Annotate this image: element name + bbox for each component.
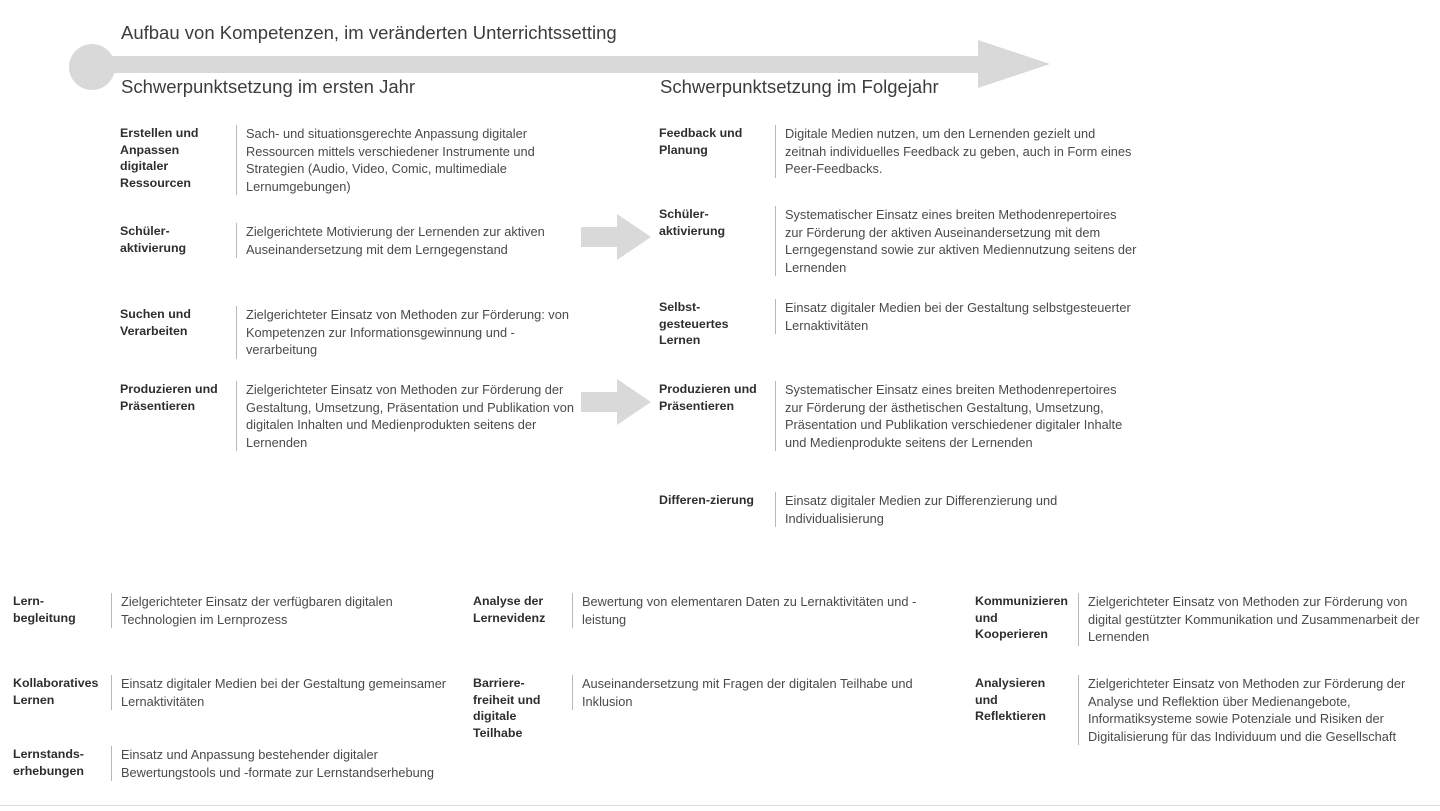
competence-description: Zielgerichtete Motivierung der Lernenden… (236, 223, 581, 259)
competence-label: Feedback und Planung (659, 126, 743, 157)
competence-label: Analysieren und Reflektieren (975, 676, 1046, 724)
competence-description: Systematischer Einsatz eines breiten Met… (775, 381, 1137, 452)
competence-row: Analyse der Lernevidenz Bewertung von el… (473, 593, 942, 629)
competence-description: Systematischer Einsatz eines breiten Met… (775, 206, 1137, 277)
competence-description: Einsatz digitaler Medien bei der Gestalt… (111, 675, 461, 711)
banner-title: Aufbau von Kompetenzen, im veränderten U… (121, 22, 617, 43)
competence-description: Zielgerichteter Einsatz von Methoden zur… (1078, 675, 1433, 746)
competence-label: Produzieren und Präsentieren (120, 382, 218, 413)
competence-description: Zielgerichteter Einsatz von Methoden zur… (236, 381, 581, 452)
competence-label: Schüler-aktivierung (120, 224, 187, 255)
competence-label: Kollaboratives Lernen (13, 676, 99, 707)
competence-row: Produzieren und Präsentieren Systematisc… (659, 381, 1137, 452)
competence-label: Suchen und Verarbeiten (120, 307, 191, 338)
competence-label: Kommunizieren und Kooperieren (975, 594, 1068, 642)
competence-row: Produzieren und Präsentieren Zielgericht… (120, 381, 581, 452)
competence-label: Barriere-freiheit und digitale Teilhabe (473, 676, 541, 740)
competence-description: Zielgerichteter Einsatz der verfügbaren … (111, 593, 461, 629)
competence-description: Auseinandersetzung mit Fragen der digita… (572, 675, 942, 711)
competence-row: Schüler-aktivierung Zielgerichtete Motiv… (120, 223, 581, 259)
connector-arrow-schueleraktivierung-icon (581, 214, 651, 260)
competence-description: Zielgerichteter Einsatz von Methoden zur… (236, 306, 581, 359)
competence-description: Bewertung von elementaren Daten zu Lerna… (572, 593, 942, 629)
competence-label: Lern-begleitung (13, 594, 76, 625)
competence-description: Sach- und situationsgerechte Anpassung d… (236, 125, 581, 196)
competence-row: Barriere-freiheit und digitale Teilhabe … (473, 675, 942, 741)
competence-description: Zielgerichteter Einsatz von Methoden zur… (1078, 593, 1433, 646)
phase-title-first-year: Schwerpunktsetzung im ersten Jahr (121, 76, 416, 97)
competence-row: Schüler-aktivierung Systematischer Einsa… (659, 206, 1137, 277)
competence-label: Differen-zierung (659, 493, 754, 507)
competence-row: Lernstands-erhebungen Einsatz und Anpass… (13, 746, 461, 782)
connector-arrow-shaft-icon (581, 392, 619, 412)
connector-arrow-head-icon (617, 379, 651, 425)
connector-arrow-head-icon (617, 214, 651, 260)
competence-label: Selbst-gesteuertes Lernen (659, 300, 729, 348)
competence-row: Analysieren und Reflektieren Zielgericht… (975, 675, 1433, 746)
competence-label: Produzieren und Präsentieren (659, 382, 757, 413)
timeline-arrow-shaft-icon (105, 56, 980, 73)
competence-label: Schüler-aktivierung (659, 207, 726, 238)
competence-row: Differen-zierung Einsatz digitaler Medie… (659, 492, 1137, 528)
competence-row: Kommunizieren und Kooperieren Zielgerich… (975, 593, 1433, 646)
competence-description: Einsatz digitaler Medien zur Differenzie… (775, 492, 1137, 528)
competence-label: Lernstands-erhebungen (13, 747, 84, 778)
competence-row: Selbst-gesteuertes Lernen Einsatz digita… (659, 299, 1137, 349)
competence-label: Erstellen und Anpassen digitaler Ressour… (120, 126, 199, 190)
competence-row: Lern-begleitung Zielgerichteter Einsatz … (13, 593, 461, 629)
competence-description: Digitale Medien nutzen, um den Lernenden… (775, 125, 1137, 178)
bottom-divider (0, 805, 1440, 806)
phase-title-following-year: Schwerpunktsetzung im Folgejahr (660, 76, 939, 97)
competence-row: Kollaboratives Lernen Einsatz digitaler … (13, 675, 461, 711)
competence-row: Feedback und Planung Digitale Medien nut… (659, 125, 1137, 178)
competence-row: Erstellen und Anpassen digitaler Ressour… (120, 125, 581, 196)
competence-description: Einsatz und Anpassung bestehender digita… (111, 746, 461, 782)
connector-arrow-produzieren-icon (581, 379, 651, 425)
competence-description: Einsatz digitaler Medien bei der Gestalt… (775, 299, 1137, 335)
connector-arrow-shaft-icon (581, 227, 619, 247)
competence-label: Analyse der Lernevidenz (473, 594, 546, 625)
timeline-arrow-head-icon (978, 40, 1050, 88)
competence-row: Suchen und Verarbeiten Zielgerichteter E… (120, 306, 581, 359)
phase-banner: Aufbau von Kompetenzen, im veränderten U… (0, 0, 1440, 120)
